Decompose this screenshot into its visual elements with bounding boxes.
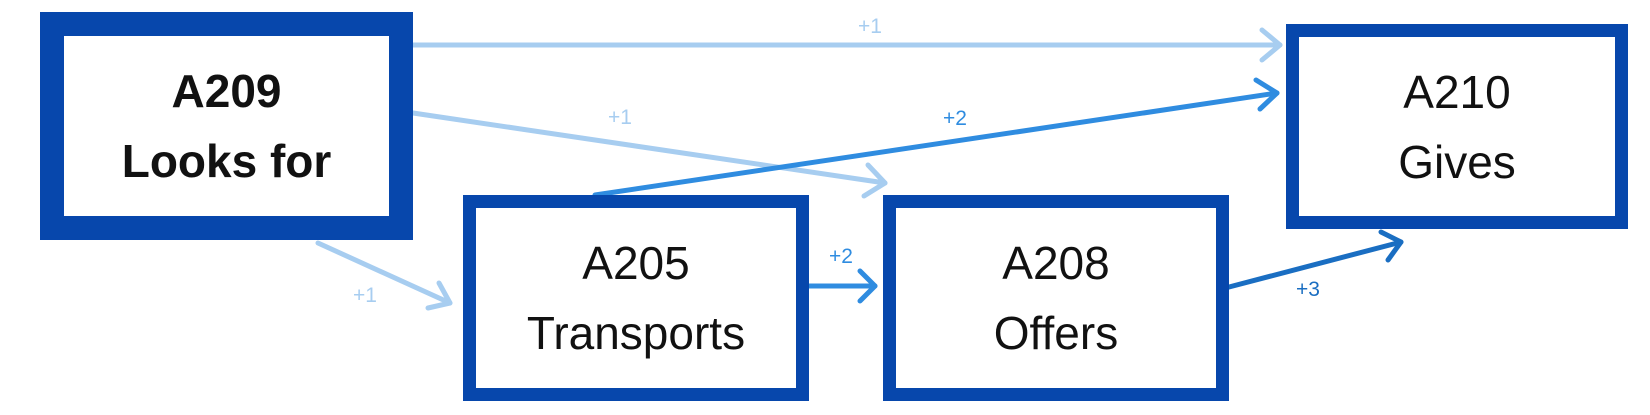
edge-a205-a210 [592,77,1280,198]
edge-a209-a208 [410,110,888,199]
edge-a209-a205 [315,240,453,311]
edge-label-a209-a205: +1 [353,284,377,307]
node-a208-name: Offers [993,307,1119,359]
node-a210-name: Gives [1398,135,1516,188]
node-a210: A210 Gives [1286,24,1628,229]
edge-label-a205-a208: +2 [829,245,853,268]
node-a209-name: Looks for [121,135,332,187]
node-a208: A208 Offers [883,195,1229,401]
edge-label-a209-a210: +1 [858,15,882,38]
edge-label-a208-a210: +3 [1296,278,1320,301]
node-a209-code: A209 [171,65,282,117]
edge-a208-a210 [1226,229,1404,290]
edge-a209-a210 [410,27,1283,63]
node-a209: A209 Looks for [40,12,413,240]
edge-label-a209-a208: +1 [608,106,632,129]
node-a205-code: A205 [582,237,690,289]
node-a208-code: A208 [1002,237,1110,289]
node-a205: A205 Transports [463,195,809,401]
node-a210-code: A210 [1403,65,1511,118]
node-a205-name: Transports [526,307,746,359]
edge-label-a205-a210: +2 [943,107,967,130]
edge-a205-a208 [806,268,878,304]
